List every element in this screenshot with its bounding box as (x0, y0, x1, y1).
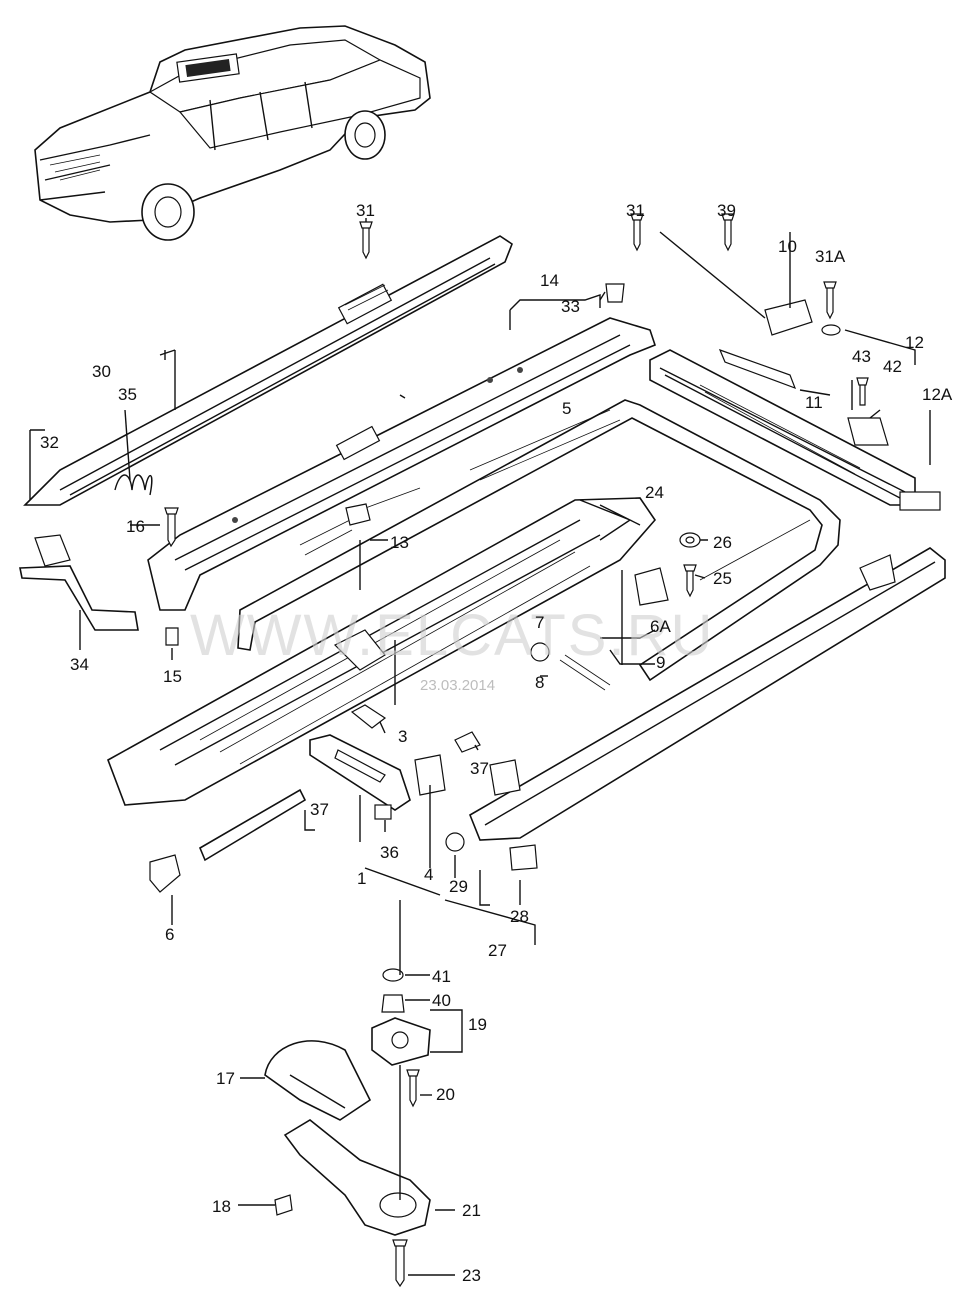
callout-14: 14 (540, 271, 559, 290)
callout-15: 15 (163, 667, 182, 686)
callout-6: 6 (165, 925, 174, 944)
callout-40: 40 (432, 991, 451, 1010)
callout-13: 13 (390, 533, 409, 552)
seal-frame (237, 399, 841, 682)
callout-31-left: 31 (356, 201, 375, 220)
watermark-text: WWW.ELCATS.RU (190, 603, 714, 668)
callout-41: 41 (432, 967, 451, 986)
small-parts (19, 213, 889, 1288)
callout-42: 42 (883, 357, 902, 376)
callout-27: 27 (488, 941, 507, 960)
callout-12A: 12A (922, 385, 953, 404)
sliding-panel (107, 497, 657, 806)
callout-20: 20 (436, 1085, 455, 1104)
callout-labels: 31 31 39 10 31A 14 33 12 43 42 30 12A 35… (40, 201, 953, 1285)
callout-39: 39 (717, 201, 736, 220)
callout-3: 3 (398, 727, 407, 746)
callout-1: 1 (357, 869, 366, 888)
callout-30: 30 (92, 362, 111, 381)
front-frame-member (147, 317, 656, 611)
callout-21: 21 (462, 1201, 481, 1220)
front-right-rail (469, 547, 946, 841)
callout-34: 34 (70, 655, 89, 674)
callout-31A: 31A (815, 247, 846, 266)
callout-26: 26 (713, 533, 732, 552)
callout-10: 10 (778, 237, 797, 256)
callout-5: 5 (562, 399, 571, 418)
callout-9: 9 (656, 653, 665, 672)
leader-lines (29, 218, 931, 1276)
callout-37-left: 37 (310, 800, 329, 819)
callout-7: 7 (535, 613, 544, 632)
callout-6A: 6A (650, 617, 671, 636)
left-guide-rail (23, 235, 513, 506)
car-thumbnail (34, 25, 431, 241)
callout-11: 11 (805, 393, 823, 412)
callout-28: 28 (510, 907, 529, 926)
callout-43: 43 (852, 347, 871, 366)
callout-19: 19 (468, 1015, 487, 1034)
crank-linkage (149, 734, 446, 893)
callout-32: 32 (40, 433, 59, 452)
callout-16: 16 (126, 517, 145, 536)
callout-17: 17 (216, 1069, 235, 1088)
callout-33: 33 (561, 297, 580, 316)
callout-29: 29 (449, 877, 468, 896)
right-guide-rail (649, 349, 941, 511)
watermark-date: 23.03.2014 (420, 677, 495, 694)
callout-36: 36 (380, 843, 399, 862)
callout-23: 23 (462, 1266, 481, 1285)
watermark: WWW.ELCATS.RU 23.03.2014 (190, 603, 714, 694)
callout-4: 4 (424, 865, 433, 884)
callout-24: 24 (645, 483, 664, 502)
callout-8: 8 (535, 673, 544, 692)
callout-35: 35 (118, 385, 137, 404)
callout-18: 18 (212, 1197, 231, 1216)
callout-31-right: 31 (626, 201, 645, 220)
callout-37-right: 37 (470, 759, 489, 778)
callout-12: 12 (905, 333, 924, 352)
callout-25: 25 (713, 569, 732, 588)
